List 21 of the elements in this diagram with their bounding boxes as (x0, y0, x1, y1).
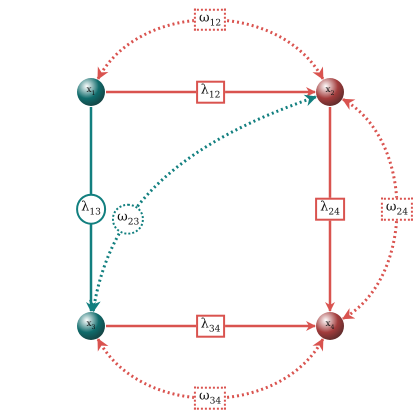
dotted-arrow (90, 94, 317, 312)
node-label: x$_{1}$ (86, 86, 96, 98)
node-sphere (77, 312, 105, 340)
node-label: x$_{4}$ (325, 320, 335, 332)
node-sphere (316, 78, 344, 106)
dotted-arrow (96, 18, 324, 80)
edge-label: λ$_{34}$ (196, 314, 226, 338)
edge-label: ω$_{23}$ (112, 204, 144, 234)
edge-label: λ$_{24}$ (315, 198, 345, 220)
edge-label: ω$_{12}$ (194, 8, 226, 31)
arrow (325, 107, 335, 312)
node-label: x$_{3}$ (86, 320, 96, 332)
edge-label: λ$_{13}$ (76, 194, 106, 224)
edge-label: λ$_{12}$ (196, 80, 226, 104)
edge-label: ω$_{34}$ (194, 387, 226, 410)
dotted-arrow (342, 98, 398, 320)
edge-label: ω$_{24}$ (380, 198, 414, 220)
dotted-arrow (96, 338, 324, 400)
node-sphere (316, 312, 344, 340)
node-label: x$_{2}$ (325, 86, 335, 98)
node-sphere (77, 78, 105, 106)
